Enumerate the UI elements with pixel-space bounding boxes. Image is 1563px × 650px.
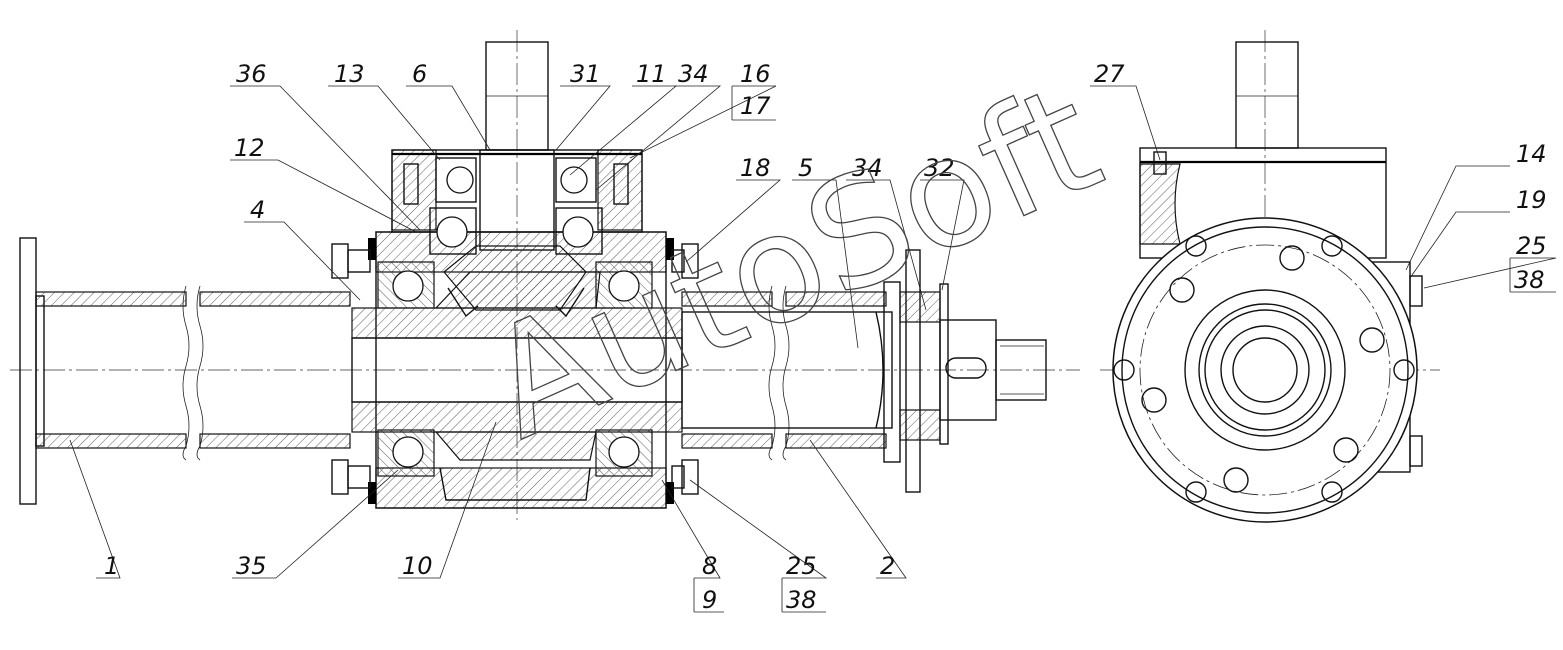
side-view — [1100, 30, 1440, 523]
callout-13: 13 — [334, 60, 365, 88]
callout-27: 27 — [1094, 60, 1125, 88]
callout-16: 16 — [740, 60, 771, 88]
callout-4: 4 — [250, 196, 265, 224]
callout-19: 19 — [1516, 186, 1547, 214]
callout-18: 18 — [740, 154, 771, 182]
callout-32: 32 — [924, 154, 955, 182]
callout-1: 1 — [104, 552, 119, 580]
callout-14: 14 — [1516, 140, 1547, 168]
callout-11: 11 — [636, 60, 667, 88]
callout-9: 9 — [702, 586, 717, 614]
callout-34-right: 34 — [852, 154, 883, 182]
callout-2: 2 — [880, 552, 895, 580]
callout-12: 12 — [234, 134, 265, 162]
callout-36: 36 — [236, 60, 267, 88]
leader-lines — [69, 85, 1557, 613]
callout-8: 8 — [702, 552, 717, 580]
callout-17: 17 — [740, 92, 771, 120]
callout-5: 5 — [798, 154, 813, 182]
callout-10: 10 — [402, 552, 433, 580]
callout-38-side: 38 — [1514, 266, 1545, 294]
callout-25-bottom: 25 — [786, 552, 817, 580]
callout-numbers: 36 13 6 31 11 34 16 17 12 4 18 5 34 32 2… — [104, 60, 1547, 614]
callout-6: 6 — [412, 60, 427, 88]
section-view — [10, 30, 1080, 520]
callout-38-bottom: 38 — [786, 586, 817, 614]
callout-35: 35 — [236, 552, 267, 580]
callout-31: 31 — [570, 60, 601, 88]
callout-34-top: 34 — [678, 60, 709, 88]
callout-25-side: 25 — [1516, 232, 1547, 260]
